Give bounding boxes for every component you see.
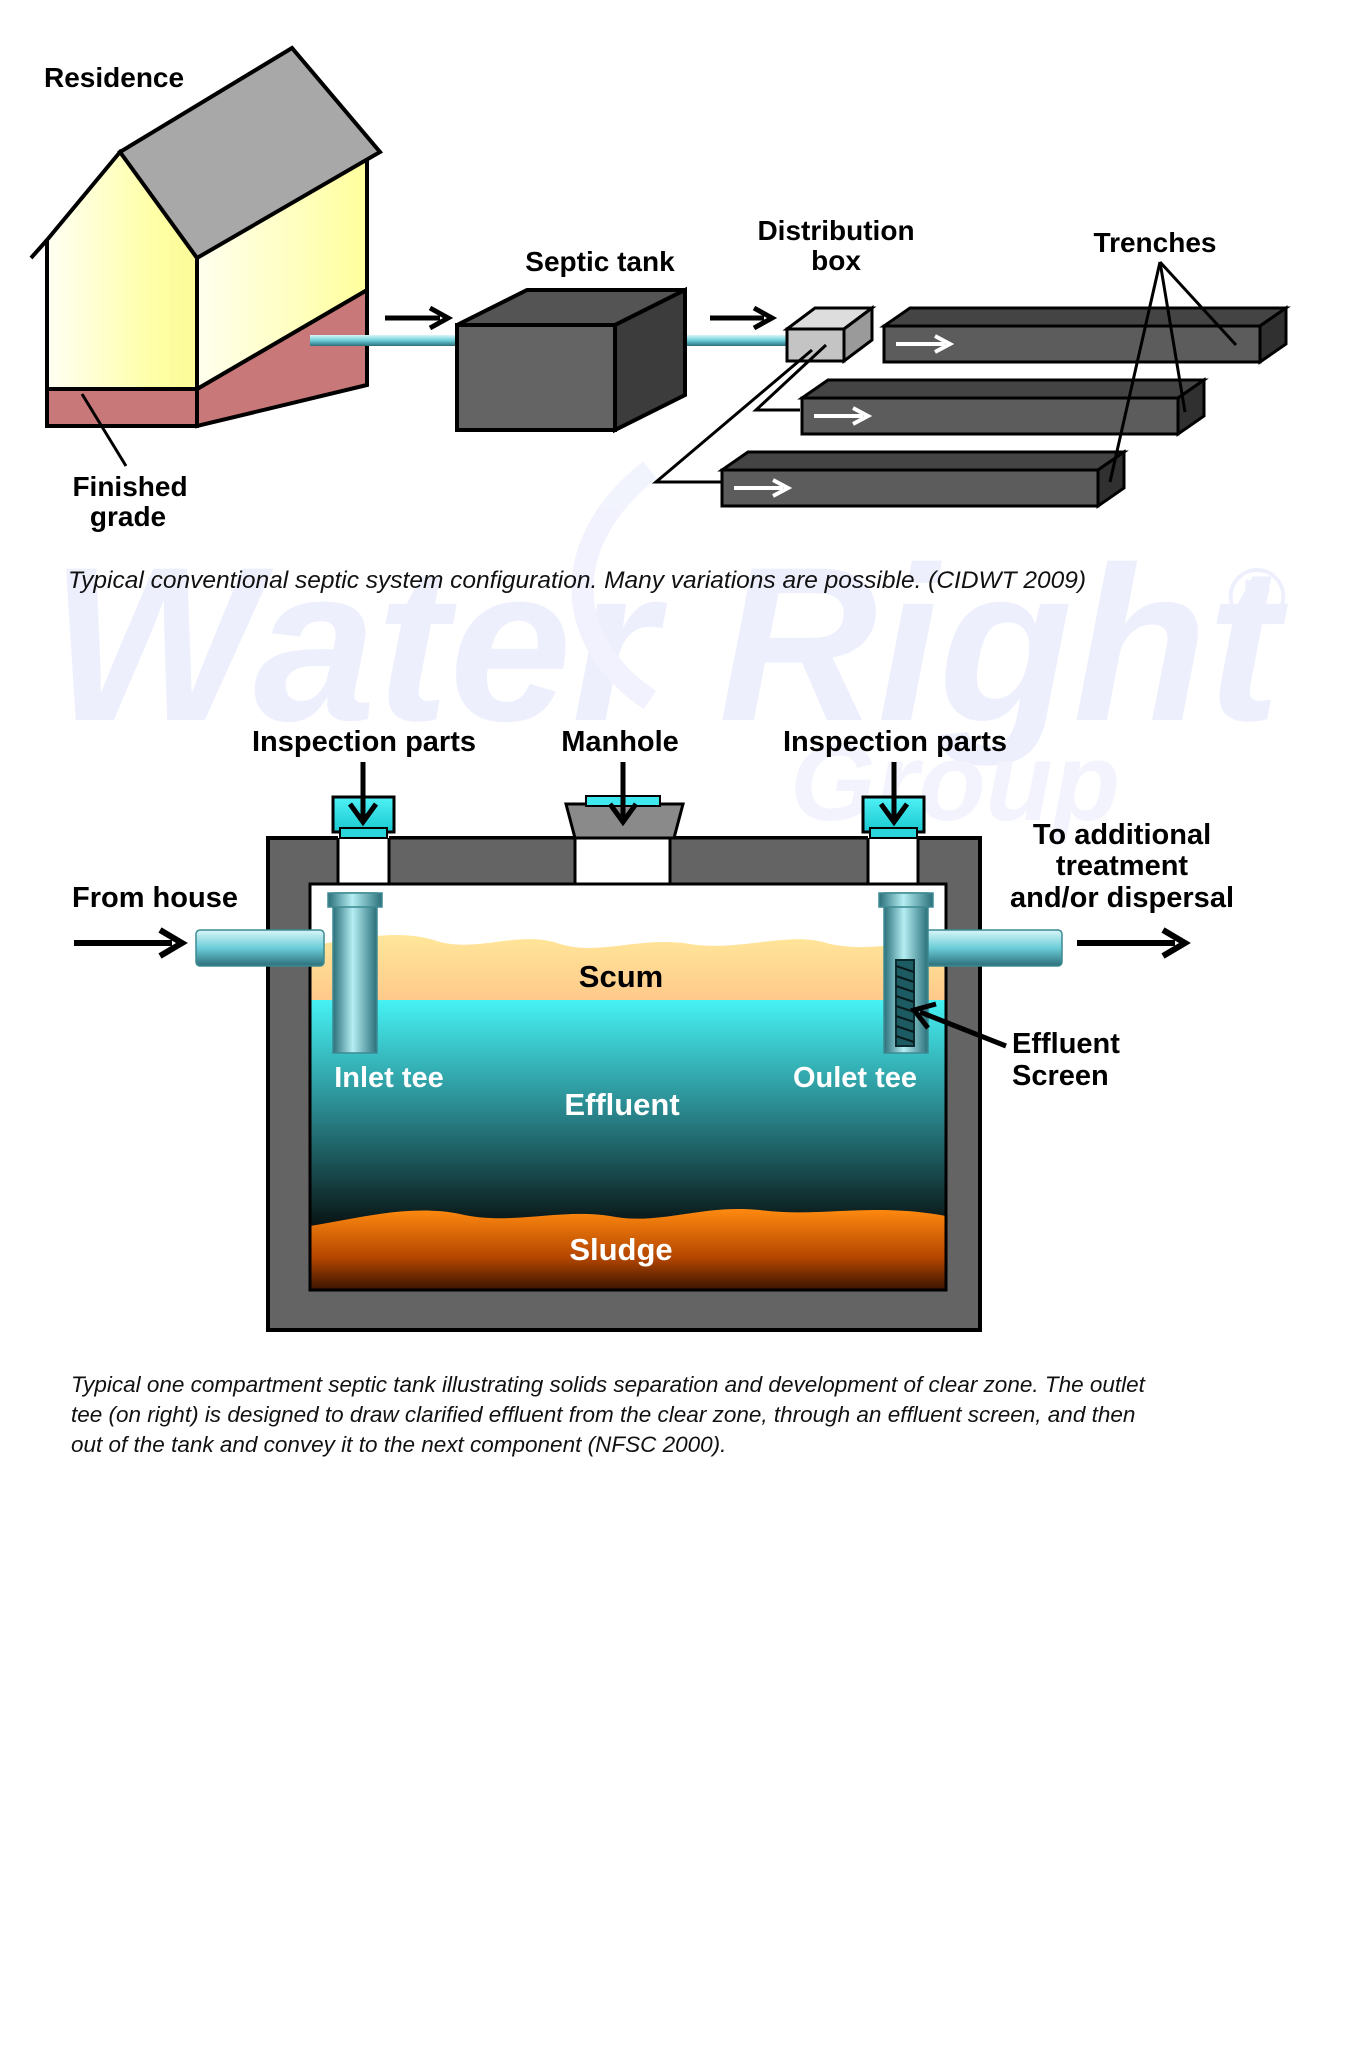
label-from-house: From house <box>72 882 238 914</box>
inlet-tee <box>332 892 378 1054</box>
watermark-drop-icon <box>571 461 657 710</box>
label-scum: Scum <box>579 959 663 994</box>
tank-section: Inspection parts Manhole Inspection part… <box>71 726 1234 1457</box>
house-icon <box>29 45 384 429</box>
distribution-box <box>782 305 877 364</box>
caption-tank-line-3: out of the tank and convey it to the nex… <box>71 1432 726 1457</box>
label-to-additional-2: treatment <box>1056 850 1188 882</box>
label-inlet-tee: Inlet tee <box>334 1062 444 1094</box>
label-septic-tank: Septic tank <box>525 246 675 277</box>
label-effluent: Effluent <box>564 1087 679 1122</box>
caption-tank-line-1: Typical one compartment septic tank illu… <box>71 1372 1147 1397</box>
caption-system: Typical conventional septic system confi… <box>68 567 1086 594</box>
scum-layer <box>310 934 946 1002</box>
label-trenches: Trenches <box>1094 227 1217 258</box>
outlet-pipe <box>919 929 1063 967</box>
watermark-mark: ® <box>1218 554 1296 644</box>
distribution-line <box>651 348 813 484</box>
label-finished-grade-2: grade <box>90 501 166 532</box>
trench-1 <box>879 305 1291 365</box>
label-sludge: Sludge <box>569 1232 672 1267</box>
watermark: Water Right Group ® <box>50 461 1296 844</box>
system-config: Residence Finished grade Septic tank Dis… <box>29 45 1291 594</box>
effluent-screen <box>895 959 915 1047</box>
label-effluent-screen: Effluent <box>1012 1028 1120 1060</box>
septic-tank-box <box>455 286 687 434</box>
label-effluent-screen-2: Screen <box>1012 1060 1109 1092</box>
label-to-additional-3: and/or dispersal <box>1010 882 1234 914</box>
trench-3 <box>717 449 1129 509</box>
label-to-additional: To additional <box>1033 819 1211 851</box>
trench-2 <box>797 377 1209 437</box>
tank-pipe <box>650 335 790 346</box>
effluent-layer <box>310 1000 946 1240</box>
arrow-pointer-icon <box>919 1009 1007 1049</box>
label-distribution-box: Distribution <box>757 215 914 246</box>
house-pipe <box>310 335 458 346</box>
label-distribution-box-2: box <box>811 245 861 276</box>
watermark-sub: Group <box>790 721 1120 844</box>
watermark-brand: Water Right <box>50 521 1288 767</box>
label-finished-grade: Finished <box>72 471 187 502</box>
label-outlet-tee: Oulet tee <box>793 1062 917 1094</box>
label-inspection-right: Inspection parts <box>783 726 1007 758</box>
label-inspection-left: Inspection parts <box>252 726 476 758</box>
label-residence: Residence <box>44 62 184 93</box>
label-manhole: Manhole <box>561 726 679 758</box>
caption-tank-line-2: tee (on right) is designed to draw clari… <box>71 1402 1135 1427</box>
distribution-line <box>752 343 828 412</box>
inlet-pipe <box>195 929 325 967</box>
sludge-layer <box>310 1208 946 1290</box>
